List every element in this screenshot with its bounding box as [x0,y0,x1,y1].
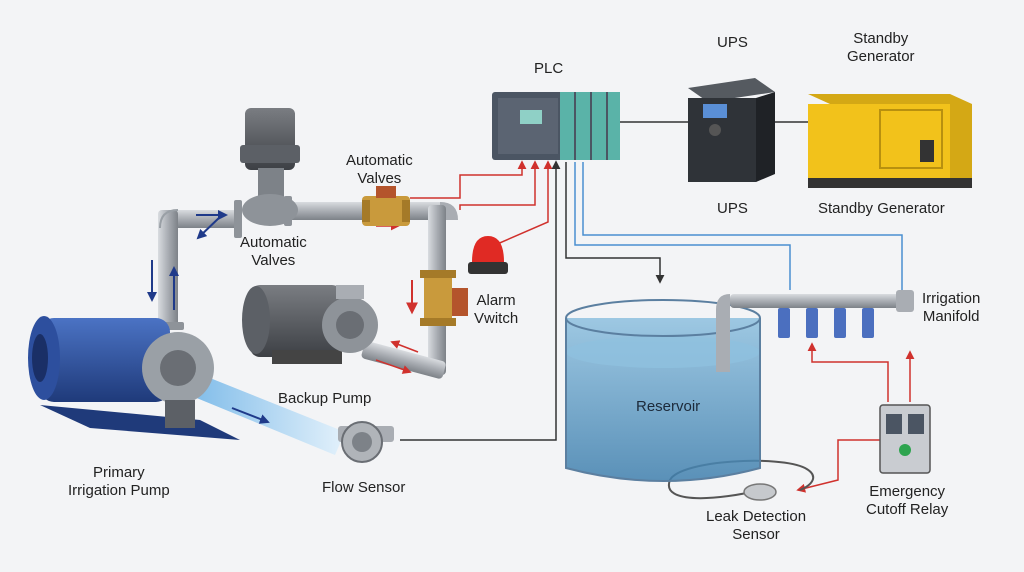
irrigation-manifold [716,290,914,372]
ups-top-label: UPS [717,34,748,51]
relay-valve-line [807,342,889,402]
ups-unit [688,78,775,182]
automatic-valve-top [362,186,410,226]
valve2-signal-line [459,160,540,210]
leak-detection-sensor [743,483,777,501]
primary-discharge-pipe [165,372,345,455]
manifold-blue-line [574,162,791,290]
automatic-valve-right [420,270,468,326]
emergency-cutoff-relay [879,404,931,474]
alarm-beacon [468,236,508,274]
relay-blue-line [582,162,903,295]
plc-unit [492,92,620,160]
primary-irrigation-pump [28,316,240,440]
leak-signal-line [796,439,882,493]
valve-signal-line [410,160,527,199]
flow-sensor-label: Flow Sensor [322,479,406,496]
alarm-signal-line [494,160,553,246]
backup-pump [242,285,378,364]
generator-bottom-label: Standby Generator [818,200,945,217]
plc-label: PLC [534,60,564,77]
reservoir-tank [565,299,761,482]
flow-sensor-wire [400,160,561,441]
flow-arrows [147,210,419,424]
standby-generator [808,94,972,188]
reservoir-label: Reservoir [636,398,701,415]
flow-sensor [338,421,394,463]
ups-bottom-label: UPS [717,200,748,217]
reservoir-wire [565,162,665,284]
backup-outlet-pipe [361,341,446,379]
backup-pump-label: Backup Pump [278,390,372,407]
vertical-pump-motor [240,108,300,226]
